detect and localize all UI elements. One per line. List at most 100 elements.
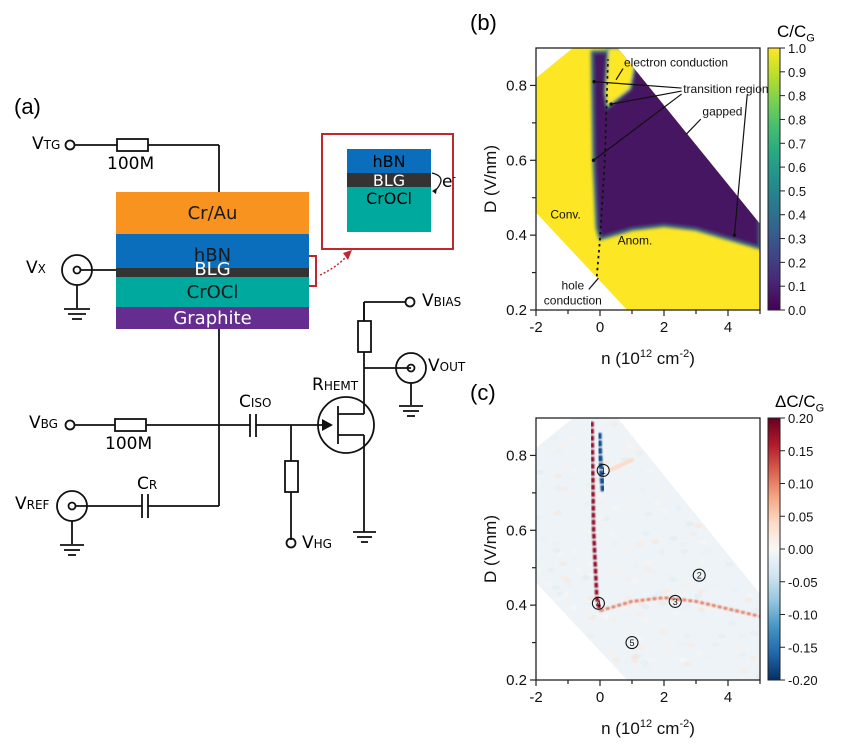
heatmap-noise-cell (752, 608, 760, 614)
heatmap-noise-cell (607, 531, 616, 537)
hg-resistor (284, 460, 299, 493)
heatmap-noise-cell (624, 595, 633, 601)
heatmap-noise-cell (584, 501, 593, 507)
heatmap-noise-cell (654, 590, 663, 596)
heatmap-noise-cell (735, 538, 744, 544)
annotation-electron-conduction-leader (615, 68, 624, 81)
heatmap-noise-cell (748, 468, 757, 474)
y-tick-label: 0.8 (506, 447, 527, 464)
panel-c-label: (c) (470, 380, 496, 405)
colorbar-tick-label: 0.00 (788, 542, 813, 557)
colorbar-tick-label: 0.05 (788, 509, 813, 524)
heatmap-noise-cell (635, 450, 644, 456)
heatmap-noise-cell (698, 539, 707, 545)
heatmap-noise-cell (537, 592, 546, 598)
heatmap-noise-cell (536, 421, 541, 427)
heatmap-noise-cell (536, 617, 541, 623)
colorbar-tick-label: 0.15 (788, 444, 813, 459)
colorbar-tick-label: 1.0 (788, 41, 806, 56)
heatmap-noise-cell (750, 630, 759, 636)
layer-graphite: Graphite (116, 307, 309, 329)
heatmap-noise-cell (537, 621, 546, 627)
heatmap-noise-cell (661, 509, 670, 515)
heatmap-noise-cell (686, 642, 695, 648)
heatmap-noise-cell (658, 629, 667, 635)
heatmap-noise-cell (684, 488, 693, 494)
heatmap-noise-cell (611, 505, 620, 511)
heatmap-noise-cell (549, 434, 558, 440)
heatmap-noise-cell (536, 624, 541, 630)
heatmap-noise-cell (647, 440, 656, 446)
x-tick-label: 4 (724, 689, 732, 706)
heatmap-noise-cell (584, 483, 593, 489)
blue-feature (597, 432, 606, 494)
heatmap-noise-cell (701, 671, 710, 677)
heatmap-noise-cell (733, 532, 742, 538)
heatmap-noise-cell (683, 633, 692, 639)
heatmap-noise-cell (738, 633, 747, 639)
heatmap-noise-cell (695, 650, 704, 656)
y-tick-label: 0.6 (506, 522, 527, 539)
heatmap-noise-cell (536, 479, 542, 485)
marker-circle-4 (591, 596, 605, 610)
marker-circle-5 (625, 636, 639, 650)
heatmap-noise-cell (640, 660, 649, 666)
heatmap-noise-cell (536, 470, 544, 476)
heatmap-noise-cell (570, 549, 579, 555)
electron-label: e- (442, 172, 457, 192)
colorbar-tick-label: -0.05 (788, 575, 818, 590)
heatmap-noise-cell (538, 536, 547, 542)
marker-circle-1 (596, 463, 610, 477)
blg-label: BLG (194, 259, 231, 280)
inset-layer-blg: BLG (347, 171, 431, 190)
heatmap-noise-cell (749, 655, 758, 661)
annotation-transition-region: transition region (683, 82, 768, 96)
heatmap-noise-cell (536, 583, 542, 589)
heatmap-noise-cell (743, 467, 752, 473)
heatmap-noise-cell (552, 547, 561, 553)
heatmap-noise-cell (703, 548, 712, 554)
heatmap-noise-cell (726, 506, 735, 512)
heatmap-noise-cell (570, 468, 579, 474)
colorbar-tick-label: 0.20 (788, 411, 813, 426)
heatmap-noise-cell (682, 603, 691, 609)
heatmap-noise-cell (730, 429, 739, 435)
heatmap-noise-cell (619, 629, 628, 635)
x-axis-label: n (1012 cm-2) (601, 718, 695, 738)
transition-region-arrow (593, 93, 682, 161)
r-bg-label: 100M (105, 434, 153, 454)
r-tg-label: 100M (107, 154, 155, 174)
heatmap-noise-cell (645, 468, 654, 474)
heatmap-noise-cell (586, 664, 595, 670)
heatmap-noise-cell (637, 644, 646, 650)
heatmap-noise-cell (659, 621, 668, 627)
heatmap-noise-cell (659, 601, 668, 607)
heatmap-noise-cell (682, 583, 691, 589)
heatmap-noise-cell (694, 523, 703, 529)
heatmap-noise-cell (700, 440, 709, 446)
annotation-hole-conduction-leader (588, 277, 599, 290)
heatmap-noise-cell (543, 431, 552, 437)
heatmap-noise-cell (561, 592, 570, 598)
heatmap-noise-cell (536, 568, 542, 574)
red-feature-vertical (590, 421, 602, 612)
heatmap-noise-cell (551, 622, 560, 628)
colorbar-tick-label: 0.3 (788, 232, 806, 247)
heatmap-noise-cell (746, 542, 755, 548)
heatmap-background (536, 418, 760, 680)
heatmap-noise-cell (601, 613, 610, 619)
heatmap-noise-cell (586, 645, 595, 651)
heatmap-noise-cell (641, 530, 650, 536)
heatmap-noise-cell (657, 549, 666, 555)
heatmap-noise-cell (737, 646, 746, 652)
panel-b-label: (b) (470, 10, 497, 35)
x-tick-label: 2 (660, 319, 668, 336)
colorbar (767, 417, 781, 681)
heatmap-noise-cell (559, 561, 568, 567)
heatmap-noise-cell (706, 495, 715, 501)
heatmap-noise-cell (630, 654, 639, 660)
colorbar-tick-label: 0.5 (788, 184, 806, 199)
marker-label-4: 4 (596, 599, 601, 609)
heatmap-noise-cell (582, 575, 591, 581)
